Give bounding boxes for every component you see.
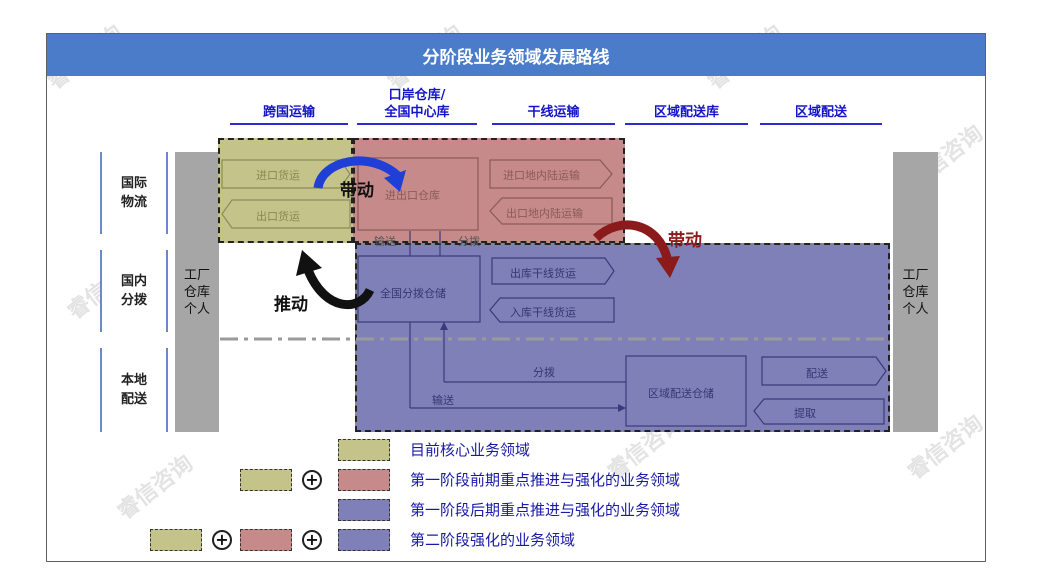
node-inbound-trunk: 入库干线货运: [510, 306, 576, 319]
plus-icon: +: [212, 530, 232, 550]
push-label: 推动: [274, 295, 308, 315]
outbound-trunk-arrow: [491, 257, 615, 285]
legend-swatch-phase1-early: [240, 529, 292, 551]
page-title: 分阶段业务领域发展路线: [47, 34, 985, 76]
node-import-export-warehouse: 进出口仓库: [385, 189, 440, 202]
regional-warehouse-box: [625, 355, 747, 427]
row-label-international: 国际 物流: [100, 152, 168, 234]
node-national-hub: 全国分拨仓储: [380, 287, 446, 300]
plus-icon: +: [302, 530, 322, 550]
export-freight-arrow: [221, 199, 351, 229]
plus-icon: +: [302, 470, 322, 490]
node-export-freight: 出口货运: [256, 210, 300, 223]
node-import-freight: 进口货运: [256, 169, 300, 182]
side-bar-right: 工厂 仓库 个人: [893, 152, 938, 432]
legend-text-core: 目前核心业务领域: [410, 441, 531, 459]
node-distribute-mid: 分拨: [533, 366, 555, 379]
drive-right-label: 带动: [668, 231, 702, 251]
column-header-regional-warehouse: 区域配送库: [625, 104, 748, 125]
side-bar-left: 工厂 仓库 个人: [175, 152, 219, 432]
column-header-regional-delivery: 区域配送: [760, 104, 882, 125]
node-delivery: 配送: [806, 367, 828, 380]
row-label-local: 本地 配送: [100, 348, 168, 432]
local-divider-line: [220, 337, 890, 341]
legend-swatch-core: [338, 439, 390, 461]
drive-top-label: 带动: [340, 181, 374, 201]
column-header-cross-border: 跨国运输: [230, 104, 348, 125]
node-transport-left: 输送: [374, 235, 396, 248]
legend-text-phase1-late: 第一阶段后期重点推进与强化的业务领域: [410, 501, 681, 519]
legend-swatch-phase1-early: [338, 469, 390, 491]
legend-text-phase2: 第二阶段强化的业务领域: [410, 531, 576, 549]
node-outbound-trunk: 出库干线货运: [510, 267, 576, 280]
legend-swatch-core: [150, 529, 202, 551]
row-label-domestic: 国内 分拨: [100, 250, 168, 332]
import-inland-arrow: [489, 159, 613, 189]
node-distribute-top: 分拨: [458, 235, 480, 248]
pickup-arrow: [753, 398, 885, 425]
import-freight-arrow: [221, 159, 351, 189]
column-header-trunk-transport: 干线运输: [492, 104, 615, 125]
delivery-arrow: [761, 356, 887, 386]
legend-text-phase1-early: 第一阶段前期重点推进与强化的业务领域: [410, 471, 681, 489]
inbound-trunk-arrow: [489, 297, 615, 323]
node-pickup: 提取: [794, 407, 816, 420]
column-header-port-warehouse: 口岸仓库/ 全国中心库: [357, 87, 477, 125]
node-transport-bottom: 输送: [432, 394, 454, 407]
push-arrow-icon: [303, 268, 375, 309]
node-regional-warehouse: 区域配送仓储: [648, 387, 714, 400]
drive-right-arrow-icon: [592, 220, 673, 264]
node-export-inland: 出口地内陆运输: [506, 207, 583, 220]
legend-swatch-core: [240, 469, 292, 491]
zone-core: [218, 138, 353, 243]
national-hub-box: [357, 255, 481, 323]
export-inland-arrow: [489, 197, 613, 225]
drive-top-arrow-icon: [313, 156, 402, 190]
import-export-warehouse-box: [357, 157, 479, 231]
node-import-inland: 进口地内陆运输: [503, 169, 580, 182]
diagram-frame: [46, 33, 986, 562]
legend-swatch-phase2: [338, 529, 390, 551]
legend-swatch-phase1-late: [338, 499, 390, 521]
